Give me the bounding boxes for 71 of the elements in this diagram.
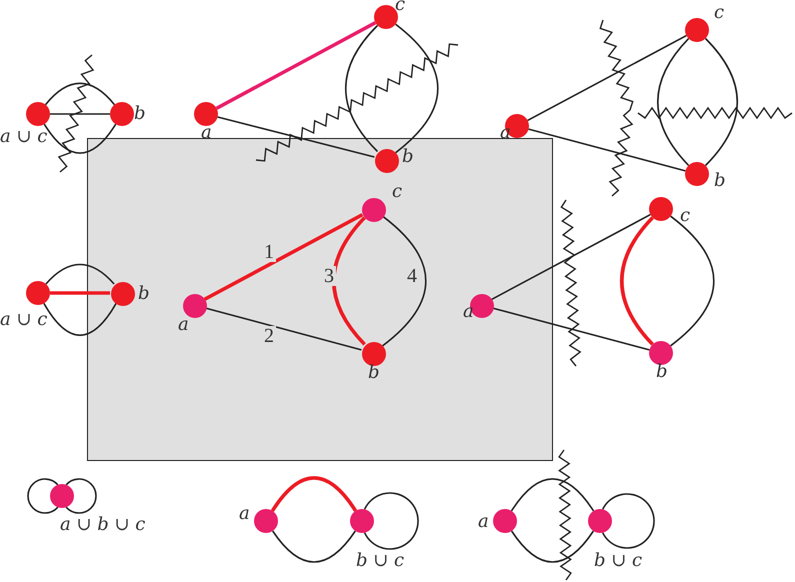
- vertex-dot: [254, 509, 278, 533]
- vertex-dot: [685, 162, 709, 186]
- vertex-dot: [50, 484, 74, 508]
- vertex-dot: [26, 102, 50, 126]
- graph-edge: [45, 264, 115, 285]
- vertex-label: b ∪ c: [594, 552, 642, 570]
- graph-edge: [345, 24, 378, 152]
- vertex-dot: [350, 509, 374, 533]
- vertex-label: b: [134, 105, 146, 123]
- vertex-label: a: [478, 513, 489, 531]
- shaded-region: [87, 138, 553, 461]
- vertex-label: b: [714, 172, 726, 190]
- graph-edge: [50, 291, 110, 295]
- graph-edge: [44, 82, 116, 106]
- vertex-dot: [362, 342, 386, 366]
- vertex-label: c: [395, 0, 406, 14]
- vertex-dot: [588, 509, 612, 533]
- vertex-dot: [685, 18, 709, 42]
- vertex-dot: [362, 198, 386, 222]
- loop-edge: [27, 478, 58, 514]
- vertex-dot: [375, 149, 399, 173]
- vertex-dot: [649, 197, 673, 221]
- graph-edge: [510, 530, 594, 563]
- graph-edge: [43, 302, 117, 336]
- vertex-label: a: [239, 505, 250, 523]
- vertex-label: b: [138, 285, 150, 303]
- graph-edge: [704, 38, 738, 166]
- vertex-label: b ∪ c: [356, 552, 404, 570]
- vertex-label: a ∪ c: [0, 311, 48, 329]
- graph-edge: [272, 530, 356, 563]
- vertex-label: a: [500, 124, 511, 142]
- vertex-dot: [26, 281, 50, 305]
- vertex-dot: [111, 282, 135, 306]
- graph-edge: [50, 113, 110, 115]
- graph-edge: [44, 124, 116, 154]
- graph-edge: [205, 307, 362, 351]
- vertex-label: a: [463, 303, 474, 321]
- graph-edge: [382, 216, 426, 346]
- graph-edge: [216, 21, 376, 110]
- vertex-label: a ∪ b ∪ c: [60, 516, 146, 534]
- vertex-label: b: [656, 363, 668, 381]
- vertex-label: c: [714, 4, 724, 22]
- vertex-label: a: [201, 124, 212, 142]
- vertex-dot: [183, 294, 207, 318]
- edge-label: 3: [322, 266, 336, 286]
- loop-edge: [364, 492, 419, 550]
- graph-edge: [491, 214, 651, 300]
- vertex-label: a ∪ c: [0, 128, 48, 146]
- graph-edge: [217, 116, 375, 158]
- loop-edge: [602, 493, 655, 549]
- graph-edge: [270, 476, 358, 512]
- vertex-dot: [649, 341, 673, 365]
- graph-edge: [492, 307, 650, 351]
- vertex-dot: [194, 102, 218, 126]
- vertex-dot: [110, 102, 134, 126]
- graph-edge: [510, 478, 594, 512]
- graph-edge: [620, 216, 654, 346]
- vertex-label: a: [178, 316, 189, 334]
- graph-edge: [395, 24, 438, 154]
- vertex-label: b: [368, 364, 380, 382]
- vertex-label: c: [392, 183, 402, 201]
- graph-edge: [528, 128, 686, 172]
- graph-edge: [657, 38, 690, 166]
- graph-edge: [204, 213, 364, 301]
- loop-edge: [66, 478, 97, 514]
- vertex-label: b: [402, 148, 414, 166]
- graph-edge: [527, 34, 687, 122]
- vertex-label: c: [680, 207, 690, 225]
- vertex-dot: [493, 509, 517, 533]
- graph-edge: [332, 216, 366, 346]
- graph-edge: [670, 216, 714, 346]
